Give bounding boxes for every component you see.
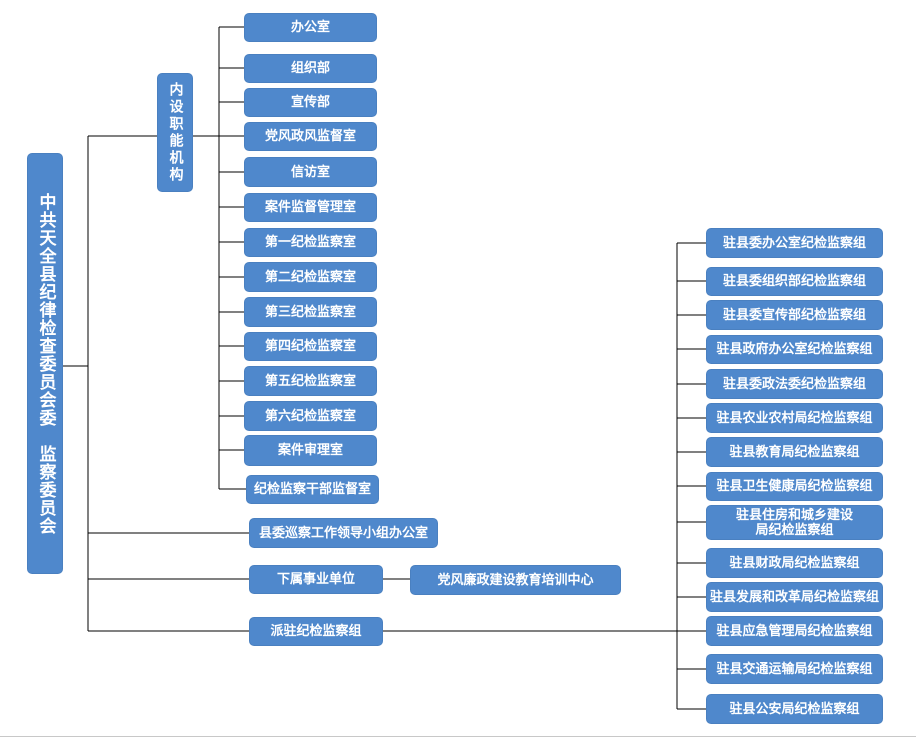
inspection-office-node: 县委巡察工作领导小组办公室 — [250, 519, 437, 547]
internal-item: 宣传部 — [245, 89, 376, 116]
dispatched-item: 驻县委办公室纪检监察组 — [707, 229, 882, 257]
internal-item: 第四纪检监察室 — [245, 333, 376, 360]
dispatched-item: 驻县委组织部纪检监察组 — [707, 268, 882, 295]
dispatched-item: 驻县农业农村局纪检监察组 — [707, 404, 882, 432]
internal-item: 办公室 — [245, 14, 376, 41]
dispatched-item: 驻县委政法委纪检监察组 — [707, 370, 882, 398]
root-node: 中共天全县纪律检查委员会委 监察委员会 — [28, 154, 62, 573]
internal-item: 第五纪检监察室 — [245, 367, 376, 395]
dispatched-item: 驻县委宣传部纪检监察组 — [707, 301, 882, 329]
internal-item: 党风政风监督室 — [245, 123, 376, 150]
dispatched-item: 驻县教育局纪检监察组 — [707, 438, 882, 466]
internal-item: 信访室 — [245, 158, 376, 186]
dispatched-item: 驻县卫生健康局纪检监察组 — [707, 473, 882, 500]
dispatched-item: 驻县发展和改革局纪检监察组 — [707, 583, 882, 611]
internal-item: 纪检监察干部监督室 — [247, 476, 378, 503]
dispatched-item: 驻县交通运输局纪检监察组 — [707, 655, 882, 683]
dispatched-item: 驻县财政局纪检监察组 — [707, 549, 882, 577]
dispatched-item: 驻县住房和城乡建设局纪检监察组 — [707, 506, 882, 539]
internal-item: 第三纪检监察室 — [245, 298, 376, 326]
dispatched-item: 驻县政府办公室纪检监察组 — [707, 336, 882, 363]
internal-item: 组织部 — [245, 55, 376, 82]
bottom-divider — [0, 736, 916, 737]
dispatched-item: 驻县应急管理局纪检监察组 — [707, 617, 882, 645]
internal-label: 内设职能机构 — [158, 74, 192, 191]
dispatched-groups-node: 派驻纪检监察组 — [250, 618, 382, 645]
subordinate-unit-node: 下属事业单位 — [250, 566, 382, 593]
internal-item: 案件监督管理室 — [245, 194, 376, 221]
dispatched-item: 驻县公安局纪检监察组 — [707, 695, 882, 723]
internal-item: 第二纪检监察室 — [245, 263, 376, 291]
internal-item: 案件审理室 — [245, 436, 376, 465]
training-center-node: 党风廉政建设教育培训中心 — [411, 566, 620, 594]
internal-item: 第六纪检监察室 — [245, 402, 376, 430]
internal-item: 第一纪检监察室 — [245, 229, 376, 256]
